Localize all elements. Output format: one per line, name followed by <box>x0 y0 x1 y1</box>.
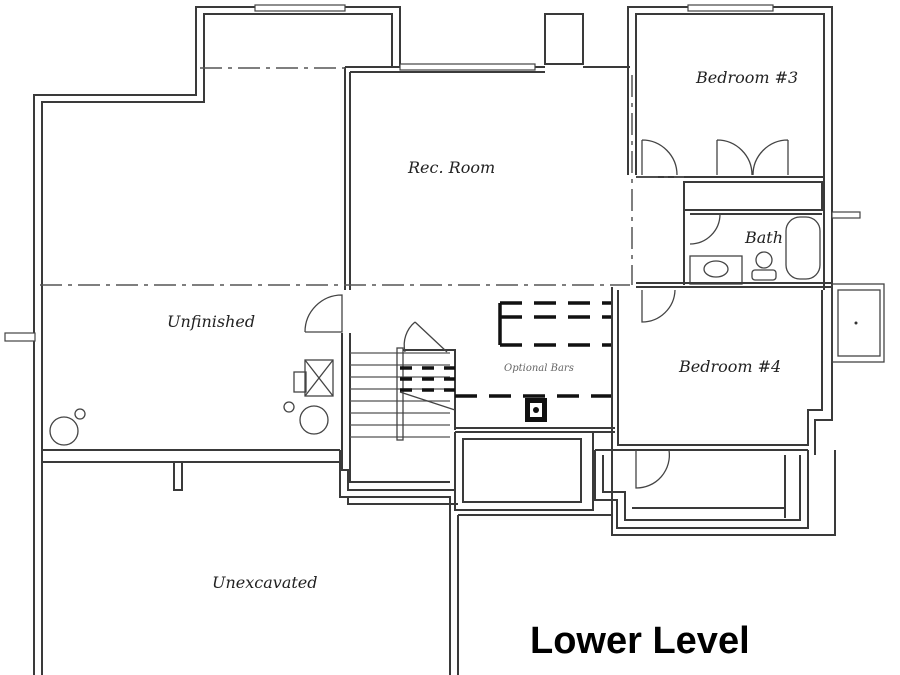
label-bath: Bath <box>745 228 784 247</box>
stairs <box>341 321 456 491</box>
label-bedroom-3: Bedroom #3 <box>696 68 799 87</box>
unexcavated-walls <box>339 450 612 675</box>
optional-bars-outline <box>454 301 615 511</box>
label-unexcavated: Unexcavated <box>212 573 318 592</box>
label-bedroom-4: Bedroom #4 <box>679 357 782 376</box>
plan-title: Lower Level <box>530 620 750 662</box>
bedroom-4-walls <box>594 283 885 536</box>
exterior-walls <box>33 4 861 675</box>
dashed-reference-lines <box>40 67 684 286</box>
label-unfinished: Unfinished <box>167 312 256 331</box>
label-rec-room: Rec. Room <box>408 158 496 177</box>
label-optional-bars: Optional Bars <box>504 363 574 374</box>
unfinished-area <box>4 294 343 491</box>
